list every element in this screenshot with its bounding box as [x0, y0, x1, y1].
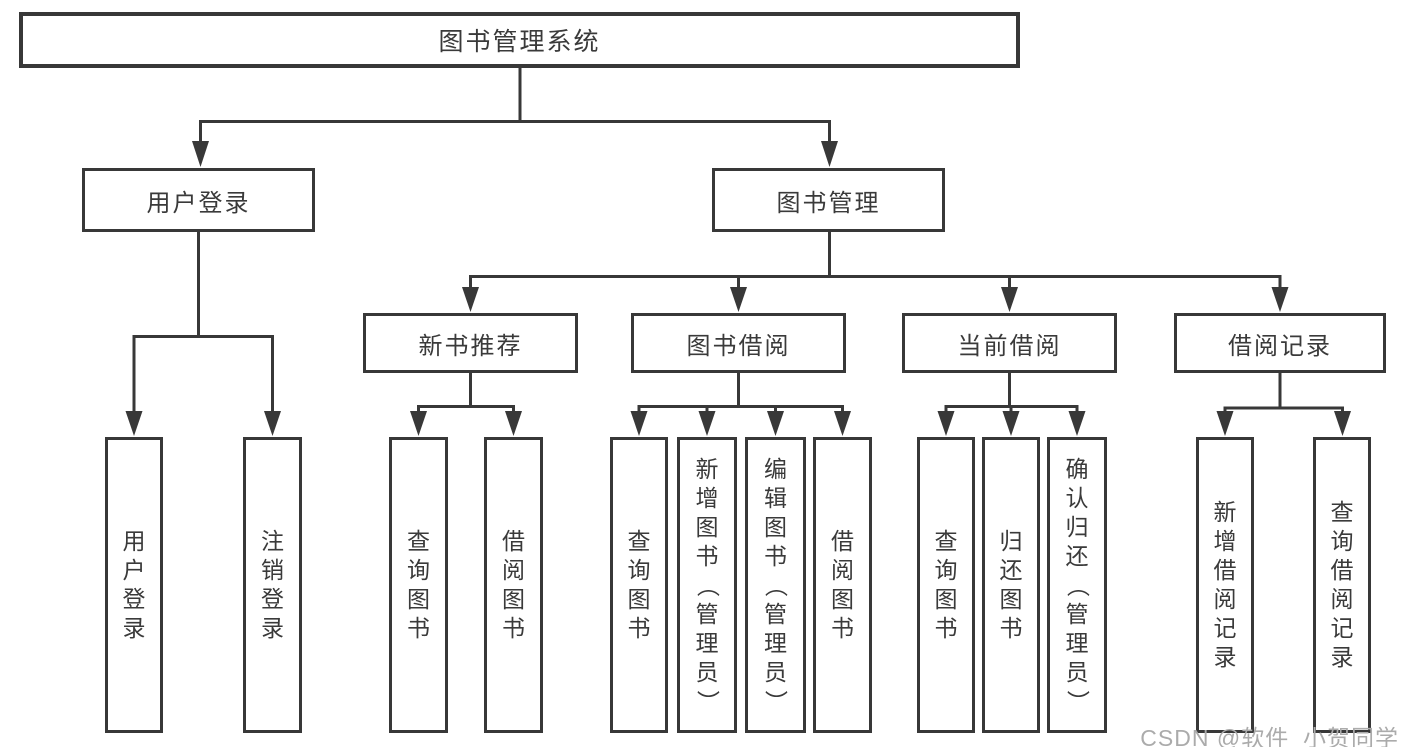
leaf-query-books-borrowing-label: 查询图书 [627, 528, 651, 641]
leaf-logout-login-label: 注销登录 [261, 528, 284, 641]
node-user-login: 用户登录 [82, 168, 315, 232]
node-book-borrowing: 图书借阅 [631, 313, 846, 373]
leaf-add-books-admin-label: 新增图书（管理员） [694, 455, 721, 713]
node-current-borrowing-label: 当前借阅 [957, 332, 1062, 360]
leaf-query-books-recommend: 查询图书 [389, 437, 448, 733]
node-book-management: 图书管理 [712, 168, 945, 232]
leaf-query-books-recommend-label: 查询图书 [407, 528, 430, 641]
root-node-label: 图书管理系统 [438, 28, 601, 56]
node-borrowing-records: 借阅记录 [1174, 313, 1386, 373]
leaf-confirm-return-admin-label: 确认归还（管理员） [1064, 455, 1091, 713]
leaf-query-borrow-record-label: 查询借阅记录 [1330, 499, 1354, 670]
leaf-query-books-current-label: 查询图书 [934, 528, 958, 641]
leaf-edit-books-admin-label: 编辑图书（管理员） [763, 455, 789, 713]
leaf-borrow-books-borrowing-label: 借阅图书 [831, 528, 854, 641]
csdn-watermark: CSDN @软件_小贺同学 [1140, 725, 1399, 747]
leaf-add-borrow-record-label: 新增借阅记录 [1213, 499, 1237, 670]
leaf-add-borrow-record: 新增借阅记录 [1196, 437, 1254, 733]
leaf-user-login-label: 用户登录 [122, 528, 146, 641]
node-user-login-label: 用户登录 [146, 189, 251, 217]
root-node-library-management-system: 图书管理系统 [19, 12, 1020, 68]
node-book-borrowing-label: 图书借阅 [686, 332, 791, 360]
node-new-book-recommendation: 新书推荐 [363, 313, 578, 373]
leaf-borrow-books-recommend: 借阅图书 [484, 437, 543, 733]
node-borrowing-records-label: 借阅记录 [1228, 332, 1332, 360]
leaf-query-books-current: 查询图书 [917, 437, 975, 733]
leaf-user-login: 用户登录 [105, 437, 163, 733]
leaf-confirm-return-admin: 确认归还（管理员） [1047, 437, 1107, 733]
node-current-borrowing: 当前借阅 [902, 313, 1117, 373]
leaf-edit-books-admin: 编辑图书（管理员） [745, 437, 806, 733]
node-new-book-recommendation-label: 新书推荐 [418, 332, 523, 360]
leaf-query-borrow-record: 查询借阅记录 [1313, 437, 1371, 733]
leaf-logout-login: 注销登录 [243, 437, 302, 733]
leaf-add-books-admin: 新增图书（管理员） [677, 437, 737, 733]
leaf-return-books-label: 归还图书 [999, 528, 1023, 641]
leaf-borrow-books-borrowing: 借阅图书 [813, 437, 872, 733]
leaf-return-books: 归还图书 [982, 437, 1040, 733]
leaf-borrow-books-recommend-label: 借阅图书 [502, 528, 525, 641]
leaf-query-books-borrowing: 查询图书 [610, 437, 668, 733]
node-book-management-label: 图书管理 [776, 189, 881, 217]
